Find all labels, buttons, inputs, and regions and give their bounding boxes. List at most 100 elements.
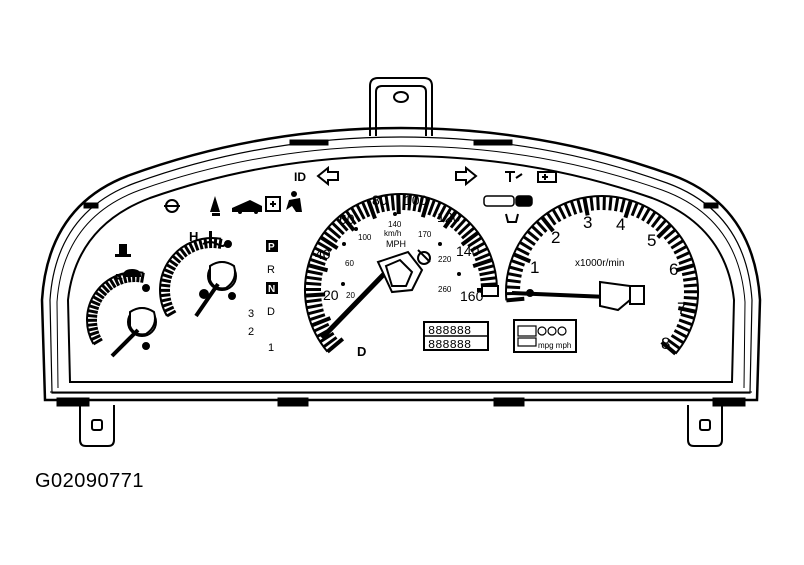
scale-tick xyxy=(510,259,526,267)
bottom-mounting-tab-right xyxy=(687,405,723,447)
scale-tick xyxy=(113,276,121,287)
scale-tick xyxy=(461,226,476,240)
scale-tick xyxy=(179,247,188,258)
mph-label-120: 120 xyxy=(437,209,461,225)
tach-label-2: 2 xyxy=(551,228,560,247)
scale-tick xyxy=(673,329,688,339)
scale-tick xyxy=(88,330,100,337)
odometer-bottom-digits: 888888 xyxy=(428,338,471,352)
scale-tick xyxy=(656,223,673,239)
scale-tick xyxy=(427,199,436,216)
scale-tick xyxy=(676,251,691,260)
scale-tick xyxy=(217,238,223,249)
kmh-label-220: 220 xyxy=(438,255,452,264)
tach-label-7: 7 xyxy=(677,299,686,318)
tachometer-needle xyxy=(511,280,645,312)
scale-tick xyxy=(163,268,174,275)
scale-tick xyxy=(309,313,326,322)
scale-tick xyxy=(193,240,200,251)
scale-tick xyxy=(670,334,685,345)
kmh-label-60: 60 xyxy=(345,259,354,268)
scale-tick xyxy=(683,295,698,300)
scale-tick xyxy=(339,213,356,232)
scale-tick xyxy=(589,196,595,211)
scale-tick xyxy=(522,235,536,246)
scale-tick xyxy=(378,196,385,213)
scale-tick xyxy=(506,278,521,284)
door-ajar-icon xyxy=(232,200,262,214)
scale-tick xyxy=(453,218,467,232)
figure-id-label: G02090771 xyxy=(35,470,145,492)
tach-label-6: 6 xyxy=(669,260,678,279)
battery-icon xyxy=(265,196,281,212)
scale-tick xyxy=(160,297,172,303)
fuel-gauge-body: F xyxy=(110,271,157,358)
scale-tick xyxy=(90,334,101,341)
mph-label-80: 80 xyxy=(372,192,388,208)
scale-tick xyxy=(682,276,698,282)
scale-tick xyxy=(101,283,111,294)
scale-tick xyxy=(563,202,572,217)
tach-label-5: 5 xyxy=(647,231,656,250)
scale-tick xyxy=(596,196,600,211)
scale-tick xyxy=(614,197,620,212)
bottom-mounting-tab-left xyxy=(79,405,115,447)
scale-tick xyxy=(316,241,333,252)
scale-tick xyxy=(87,326,99,332)
scale-tick xyxy=(680,313,695,320)
speedometer-dots xyxy=(341,212,461,286)
mph-label-40: 40 xyxy=(315,246,331,262)
trip-computer-display: mpg mph xyxy=(513,319,577,353)
scale-tick xyxy=(319,331,335,344)
scale-tick xyxy=(480,276,497,282)
scale-tick xyxy=(480,282,497,287)
scale-tick xyxy=(660,340,677,356)
scale-tick xyxy=(384,194,390,212)
low-beam-label: ID xyxy=(294,170,306,184)
scale-tick xyxy=(479,270,496,277)
coolant-temp-icon xyxy=(202,231,226,247)
scale-tick xyxy=(506,296,525,303)
scale-tick xyxy=(641,207,651,222)
tach-label-1: 1 xyxy=(530,258,539,277)
turn-signal-left-icon xyxy=(316,165,339,187)
scale-tick xyxy=(457,222,472,236)
scale-tick xyxy=(108,278,117,289)
scale-tick xyxy=(472,257,493,268)
scale-tick xyxy=(326,337,345,354)
scale-tick xyxy=(676,263,695,273)
scale-tick xyxy=(165,263,177,271)
scale-tick xyxy=(442,210,458,229)
scale-tick xyxy=(311,252,328,261)
fuel-cap-icon xyxy=(122,268,142,277)
scale-tick xyxy=(331,221,345,236)
scale-tick xyxy=(507,272,522,278)
mph-label-60: 60 xyxy=(339,211,355,227)
scale-tick xyxy=(407,194,412,211)
scale-tick xyxy=(355,204,366,220)
scale-tick xyxy=(323,231,339,244)
cruise-indicator-icon xyxy=(483,195,533,207)
scale-tick xyxy=(551,208,562,223)
gear-p: P xyxy=(268,242,275,253)
scale-tick xyxy=(673,245,688,255)
scale-tick xyxy=(305,275,322,281)
cluster-housing xyxy=(40,126,762,407)
scale-tick xyxy=(87,322,98,327)
scale-tick xyxy=(188,242,196,253)
scale-tick xyxy=(676,323,691,333)
scale-tick xyxy=(515,246,530,256)
scale-tick xyxy=(366,199,377,220)
scale-tick xyxy=(90,299,101,307)
mph-label-20: 20 xyxy=(323,287,339,303)
scale-tick xyxy=(582,197,590,216)
scale-tick xyxy=(655,219,667,232)
scale-tick xyxy=(163,305,175,313)
scale-tick xyxy=(681,270,697,277)
scale-tick xyxy=(87,313,98,318)
temp-hot-label: H xyxy=(189,229,198,244)
scale-tick xyxy=(306,269,323,276)
low-beam-icon: ID xyxy=(294,170,306,184)
scale-tick xyxy=(309,257,326,266)
scale-tick xyxy=(519,241,533,251)
